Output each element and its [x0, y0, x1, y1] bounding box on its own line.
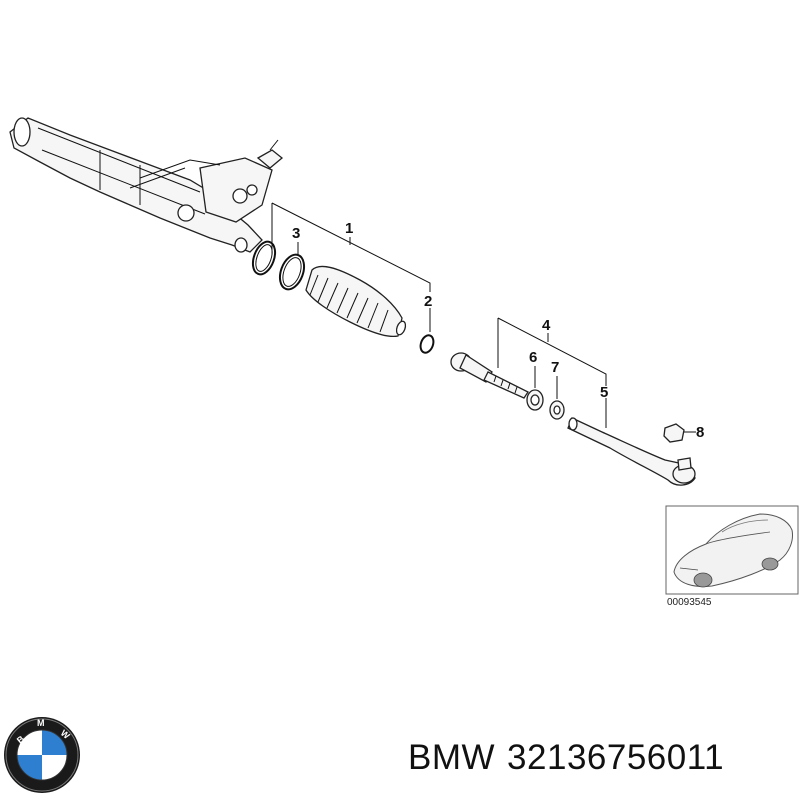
bellows-boot [305, 265, 407, 338]
small-clamp [419, 308, 435, 354]
callout-1: 1 [345, 220, 353, 237]
callout-bracket-4 [497, 317, 607, 386]
callout-bracket-1 [271, 202, 431, 292]
callout-3: 3 [292, 225, 300, 242]
part-caption: BMW 32136756011 [408, 738, 724, 778]
callout-8: 8 [696, 424, 704, 441]
callout-7: 7 [551, 359, 559, 376]
steering-rack-housing [9, 117, 284, 253]
callout-5: 5 [600, 384, 608, 401]
callout-2: 2 [424, 293, 432, 310]
tie-rod-washer [549, 376, 565, 420]
part-number: 32136756011 [507, 738, 725, 777]
vehicle-inset [665, 505, 799, 595]
boot-clamp [278, 242, 306, 291]
car-outline-icon [673, 513, 793, 588]
callout-4: 4 [542, 317, 551, 334]
bmw-logo: B M W [4, 717, 80, 793]
self-locking-nut [663, 423, 696, 443]
retaining-ring [251, 240, 277, 276]
inner-tie-rod [450, 352, 529, 399]
outer-tie-rod-end [567, 398, 696, 486]
svg-text:M: M [37, 718, 45, 728]
tie-rod-nut [526, 366, 544, 411]
svg-text:B: B [15, 733, 27, 745]
inset-code: 00093545 [667, 597, 712, 608]
brand-name: BMW [408, 738, 496, 777]
callout-6: 6 [529, 349, 537, 366]
